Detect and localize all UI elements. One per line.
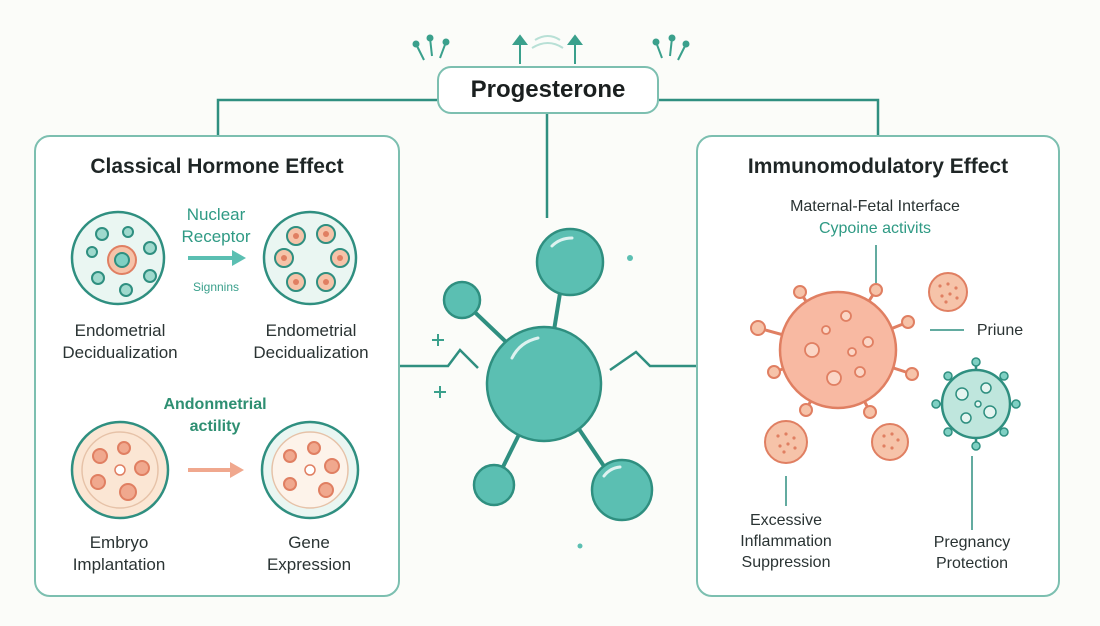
connector-left-molecule <box>400 348 479 369</box>
right-arrow-icon <box>188 250 246 266</box>
endometrial-cell-icon <box>70 210 166 306</box>
connector-title-right <box>659 98 880 135</box>
maternal-fetal-interface-label: Maternal-Fetal Interface <box>790 198 960 215</box>
cytokine-particle-icon-2 <box>764 420 808 464</box>
cell4-label: Gene Expression <box>266 533 352 574</box>
signaling-label: Signnins <box>192 280 240 294</box>
immuno-panel-title: Immunomodulatory Effect <box>747 155 1009 178</box>
decidualized-cell-icon <box>262 210 358 306</box>
cell1-label: Endometrial Decidualization <box>62 321 178 362</box>
endometrial-activity-label: Andonmetrial actility <box>163 396 267 435</box>
classical-hormone-panel: Classical Hormone Effect <box>34 135 400 597</box>
connector-right-molecule <box>609 350 696 372</box>
cytokine-particle-icon-3 <box>871 423 909 461</box>
cytokine-particle-icon <box>928 272 968 312</box>
cell3-label: Embryo Implantation <box>72 533 166 574</box>
inflammation-suppression-label: Excessive Inflammation Suppression <box>740 512 832 571</box>
progesterone-title: Progesterone <box>437 66 659 114</box>
embryo-cell-icon <box>70 420 170 520</box>
immune-cell-icon <box>750 283 919 419</box>
gene-expression-cell-icon <box>260 420 360 520</box>
connector-title-left <box>216 98 437 135</box>
nuclear-receptor-label: Nuclear Receptor <box>181 205 251 246</box>
pregnancy-protection-label: Pregnancy Protection <box>933 534 1011 572</box>
right-arrow-icon-coral <box>188 462 244 478</box>
sparkle-arrows-icon <box>412 34 690 64</box>
virus-icon <box>931 357 1021 451</box>
classical-panel-title: Classical Hormone Effect <box>90 155 344 178</box>
cell2-label: Endometrial Decidualization <box>253 321 369 362</box>
side-label: Priune <box>976 322 1024 339</box>
cytokine-activity-label: Cypoine activits <box>818 220 932 237</box>
